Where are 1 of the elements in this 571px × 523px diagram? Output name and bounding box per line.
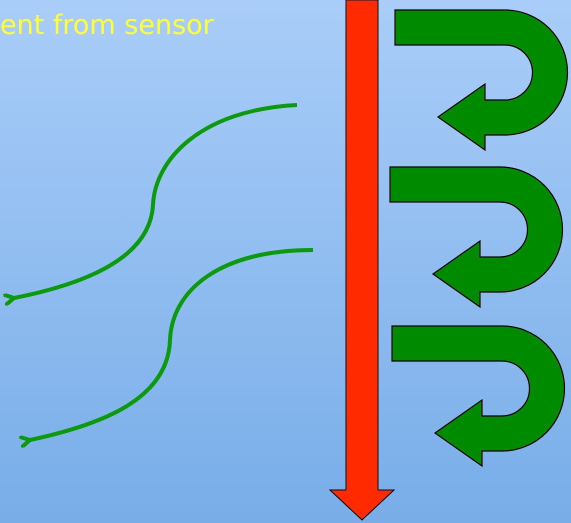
caption-text: ent from sensor — [0, 10, 214, 41]
